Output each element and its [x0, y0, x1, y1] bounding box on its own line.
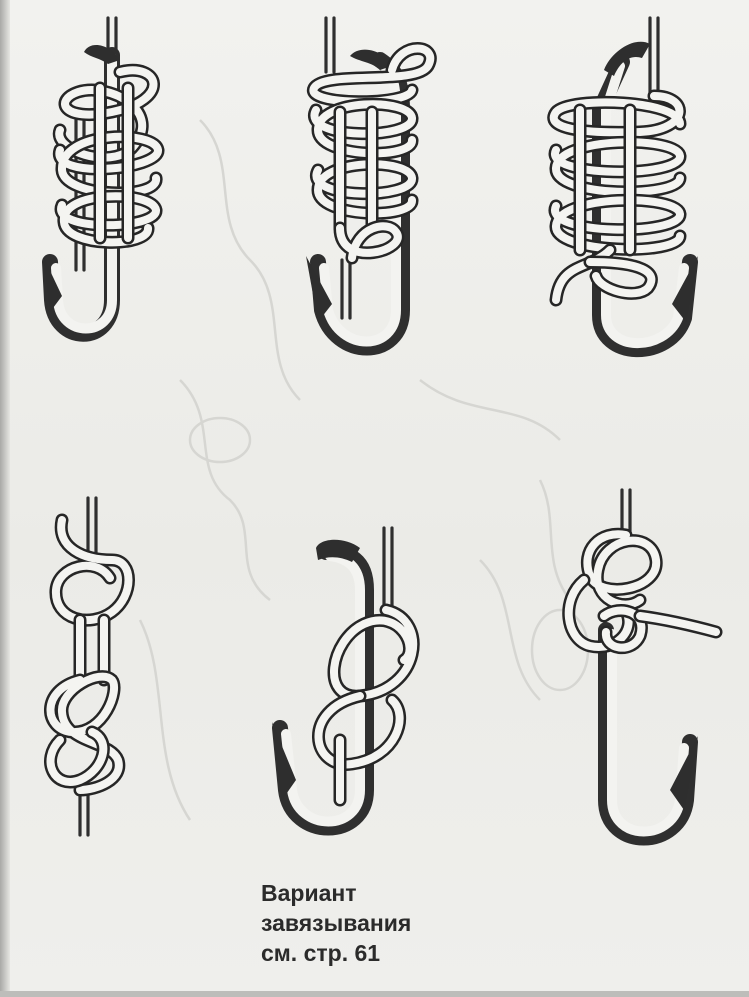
caption-line-3: см. стр. 61 — [261, 938, 411, 968]
fishing-line — [650, 18, 658, 100]
caption-line-1: Вариант — [261, 878, 411, 908]
hook-eye — [604, 42, 650, 76]
hook-eye — [350, 50, 392, 70]
hook-knot-step-1 — [44, 18, 158, 334]
hook-knot-step-2 — [306, 18, 430, 348]
caption: Вариант завязывания см. стр. 61 — [261, 878, 411, 968]
knot-loops — [569, 534, 716, 647]
caption-line-2: завязывания — [261, 908, 411, 938]
line-wraps — [313, 49, 430, 259]
loop-knot-on-hook — [569, 490, 716, 838]
figure-eight-hook-knot — [272, 528, 413, 828]
knot-loops — [50, 520, 128, 790]
hook-knot-step-3 — [554, 18, 698, 349]
fishing-line — [384, 528, 392, 610]
figure-eight-line-knot — [50, 498, 128, 835]
line-wraps — [554, 96, 680, 300]
